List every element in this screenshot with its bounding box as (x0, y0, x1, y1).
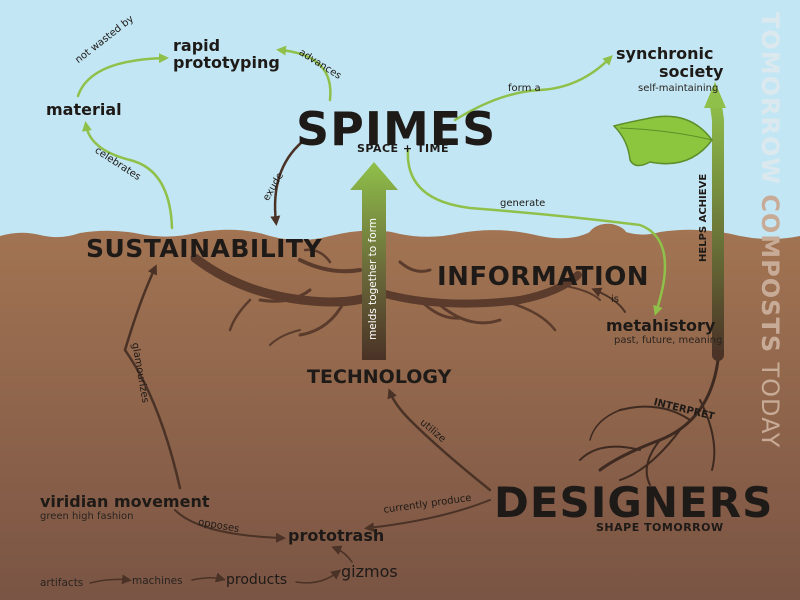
spimes-sub: SPACE + TIME (357, 142, 450, 155)
artifacts-label: artifacts (40, 577, 84, 589)
connector-layer (76, 45, 667, 585)
metahistory-label: metahistory (606, 316, 716, 335)
leaf-vein (619, 127, 713, 141)
plant-stem (709, 94, 724, 361)
edge-opposes (174, 509, 286, 543)
edge-form-a (453, 55, 613, 122)
prototrash-label: prototrash (288, 526, 385, 545)
soil-mound (585, 223, 629, 242)
synchronic-line1: synchronic (616, 44, 714, 63)
synchronic-line2: society (659, 62, 724, 81)
synchronic-sub: self-maintaining (638, 83, 719, 94)
melds-arrow (350, 162, 398, 360)
edge-glamourizes (123, 264, 182, 490)
sustainability-label: SUSTAINABILITY (86, 234, 323, 263)
technology-label: TECHNOLOGY (307, 366, 452, 388)
edge-label-generate: generate (500, 198, 546, 209)
machines-label: machines (132, 575, 183, 587)
edge-products-gizmos (295, 569, 342, 584)
plant-stem-head (704, 82, 726, 108)
viridian-movement-sub: green high fashion (40, 511, 134, 522)
edge-is (591, 287, 626, 313)
rapid-prototyping-line1: rapid (173, 36, 221, 55)
edge-currently-produce (364, 499, 491, 533)
side-title-part1: TOMORROW (756, 12, 784, 185)
edge-label-is: is (611, 294, 619, 305)
leaf (612, 115, 713, 167)
viridian-movement-label: viridian movement (40, 492, 210, 511)
edge-label-helps-achieve: HELPS ACHIEVE (698, 173, 709, 262)
interpret-roots (579, 358, 720, 486)
rapid-prototyping-line2: prototyping (173, 53, 280, 72)
side-title-part2: COMPOSTS (756, 194, 784, 354)
edge-artifacts-machines (89, 574, 132, 585)
edge-not-wasted-by (76, 53, 169, 98)
products-label: products (226, 572, 288, 588)
edge-generate (406, 148, 667, 316)
edge-utilize (387, 388, 492, 492)
edge-advances (276, 45, 332, 102)
designers-sub: SHAPE TOMORROW (596, 521, 724, 534)
edge-exude (270, 140, 304, 226)
edge-machines-products (191, 572, 226, 583)
gizmos-label: gizmos (341, 562, 398, 581)
edge-gizmos-prototrash (331, 545, 353, 563)
information-label: INFORMATION (437, 262, 650, 292)
spimes-label: SPIMES (296, 102, 497, 156)
edge-celebrates (82, 121, 174, 230)
soil (0, 227, 800, 600)
side-title: TOMORROW COMPOSTS TODAY (756, 12, 784, 449)
designers-label: DESIGNERS (494, 478, 774, 527)
metahistory-sub: past, future, meaning (614, 335, 723, 346)
edge-label-form-a: form a (508, 83, 541, 94)
side-title-part3: TODAY (756, 362, 784, 449)
edge-label-melds: melds together to form (367, 218, 379, 340)
material-label: material (46, 100, 122, 119)
